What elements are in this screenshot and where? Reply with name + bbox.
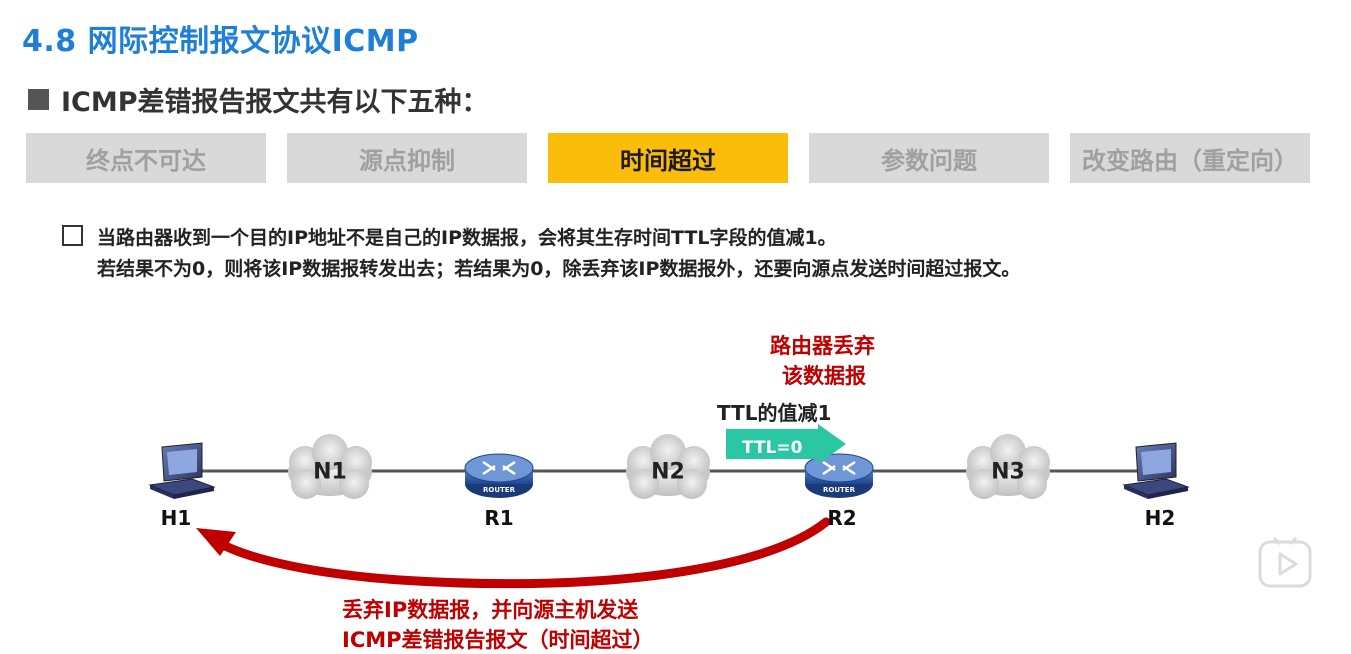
return-arrow-head-icon — [196, 528, 236, 556]
router-r1-icon — [464, 453, 534, 498]
tab-parameter-problem[interactable]: 参数问题 — [809, 133, 1049, 183]
network-cloud-n3-icon — [966, 434, 1050, 499]
drop-note-line-2: 该数据报 — [782, 364, 866, 388]
host-h1-icon — [148, 442, 216, 499]
tab-destination-unreachable[interactable]: 终点不可达 — [26, 133, 266, 183]
network-cloud-n1-icon — [288, 434, 372, 499]
host-h2-icon — [1122, 442, 1190, 499]
drop-note-line-1: 路由器丢弃 — [770, 334, 875, 358]
router-r2-label: R2 — [827, 506, 857, 530]
description-line-2: 若结果不为0，则将该IP数据报转发出去；若结果为0，除丢弃该IP数据报外，还要向… — [97, 258, 1021, 280]
return-arrow-icon — [209, 517, 831, 589]
section-heading: ICMP差错报告报文共有以下五种： — [28, 80, 489, 119]
router-r2-device-text: ROUTER — [823, 486, 855, 494]
router-r1-device-text: ROUTER — [483, 486, 515, 494]
network-n3-label: N3 — [991, 459, 1025, 485]
page-title: 4.8 网际控制报文协议ICMP — [22, 24, 419, 59]
section-heading-text: ICMP差错报告报文共有以下五种： — [61, 87, 489, 118]
network-cloud-n2-icon — [626, 434, 710, 499]
host-h1-label: H1 — [160, 506, 192, 530]
ttl-value-label: TTL=0 — [742, 438, 803, 458]
description-line-1: 当路由器收到一个目的IP地址不是自己的IP数据报，会将其生存时间TTL字段的值减… — [97, 227, 837, 249]
square-bullet-icon — [28, 89, 49, 110]
host-h2-label: H2 — [1144, 506, 1176, 530]
tab-redirect[interactable]: 改变路由（重定向） — [1070, 133, 1310, 183]
play-watermark-icon — [1258, 536, 1312, 588]
checkbox-bullet-icon — [62, 225, 83, 246]
ttl-decrement-note: TTL的值减1 — [717, 401, 832, 425]
ttl-arrow-icon — [726, 424, 846, 464]
network-n1-label: N1 — [313, 459, 347, 485]
network-n2-label: N2 — [651, 459, 685, 485]
tab-source-quench[interactable]: 源点抑制 — [287, 133, 527, 183]
return-note-line-1: 丢弃IP数据报，并向源主机发送 — [342, 598, 639, 622]
router-r1-label: R1 — [484, 506, 514, 530]
tab-time-exceeded[interactable]: 时间超过 — [548, 133, 788, 183]
return-note-line-2: ICMP差错报告报文（时间超过） — [342, 628, 654, 652]
